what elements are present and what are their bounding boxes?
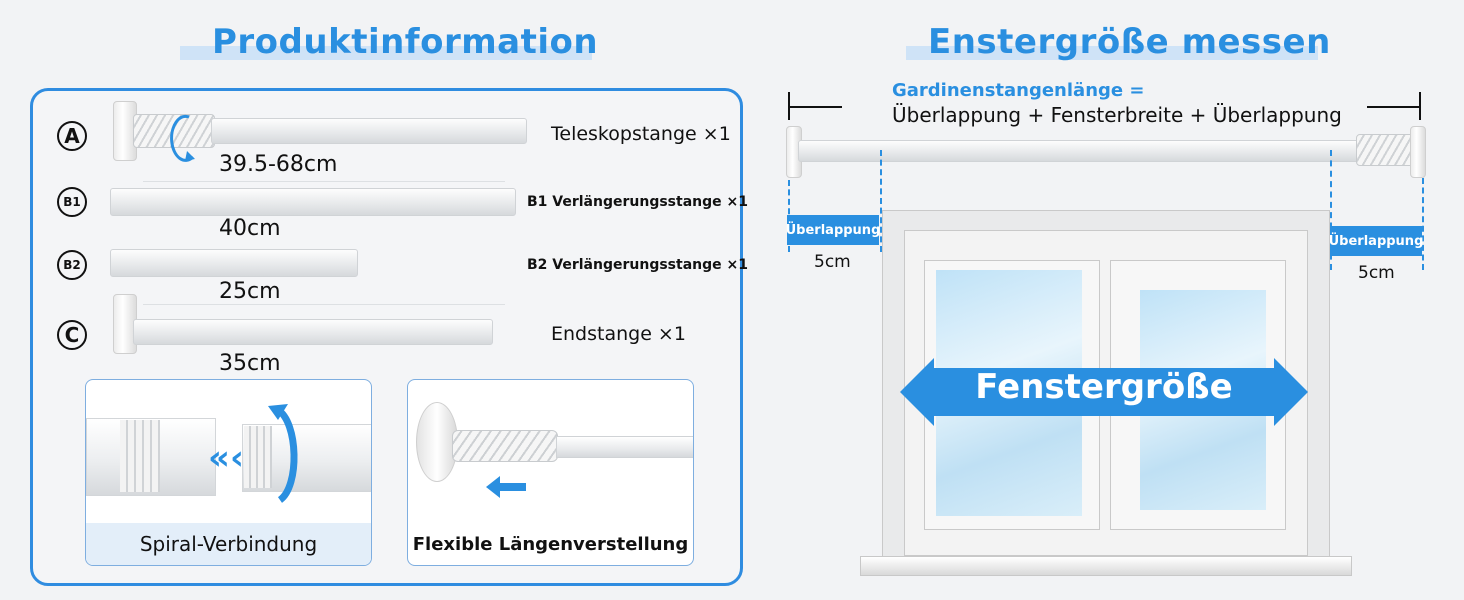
guide-line: [880, 150, 882, 252]
flex-spiral: [452, 430, 558, 462]
spiral-thread: [120, 420, 160, 492]
badge-a: A: [57, 121, 87, 151]
window-width-arrow-icon: [900, 358, 1308, 426]
overlap-left-cm: 5cm: [814, 252, 851, 272]
product-info-panel: A 39.5-68cm Teleskopstange ×1 B1 40cm B1…: [30, 88, 748, 586]
measure-line-left: [788, 106, 842, 108]
badge-b1: B1: [57, 187, 87, 217]
name-b2: B2 Verlängerungsstange ×1: [527, 257, 748, 273]
guide-line: [1422, 178, 1424, 270]
name-a: Teleskopstange ×1: [551, 123, 731, 145]
overlap-right-cm: 5cm: [1358, 263, 1395, 283]
flexible-length-card: Flexible Längenverstellung: [407, 379, 694, 566]
measure-title: Enstergröße messen: [928, 22, 1331, 62]
size-b2: 25cm: [219, 279, 281, 304]
flex-end-cap: [416, 402, 458, 482]
arrow-left-icon: [486, 476, 526, 498]
flexible-caption: Flexible Längenverstellung: [412, 533, 689, 555]
spiral-thread-right: [244, 426, 272, 488]
divider: [143, 304, 505, 305]
formula-label: Gardinenstangenlänge =: [892, 80, 1145, 101]
rod-a-tube: [211, 118, 527, 144]
size-b1: 40cm: [219, 216, 281, 241]
rod-end-right: [1410, 126, 1426, 178]
flex-tube: [556, 436, 693, 458]
rod-b1: [110, 188, 516, 216]
overlap-badge-right: Überlappung: [1329, 226, 1423, 256]
measure-line-right: [1367, 106, 1421, 108]
window-sill: [860, 556, 1352, 576]
guide-line: [1330, 150, 1332, 270]
name-c: Endstange ×1: [551, 323, 686, 345]
badge-c: C: [57, 320, 87, 350]
rod-spiral-right: [1356, 134, 1414, 166]
name-b1: B1 Verlängerungsstange ×1: [527, 194, 748, 210]
chevrons-left-icon: «‹: [208, 438, 244, 478]
rotate-arrow-icon: [170, 114, 195, 162]
product-info-title: Produktinformation: [212, 22, 599, 62]
spiral-caption: Spiral-Verbindung: [86, 523, 371, 565]
overlap-badge-left: Überlappung: [786, 215, 880, 245]
curtain-rod: [798, 140, 1360, 162]
title-highlight-right: [906, 46, 1318, 60]
badge-b2: B2: [57, 250, 87, 280]
divider: [143, 181, 505, 182]
size-c: 35cm: [219, 351, 281, 376]
spiral-connection-card: «‹ Spiral-Verbindung: [85, 379, 372, 566]
title-highlight-left: [180, 46, 592, 60]
rod-b2: [110, 249, 358, 277]
rotate-arrow-icon: [268, 404, 298, 503]
rod-c-tube: [133, 319, 493, 345]
window-size-label: Fenstergröße: [975, 367, 1233, 407]
formula-text: Überlappung + Fensterbreite + Überlappun…: [892, 103, 1342, 127]
size-a: 39.5-68cm: [219, 152, 338, 177]
